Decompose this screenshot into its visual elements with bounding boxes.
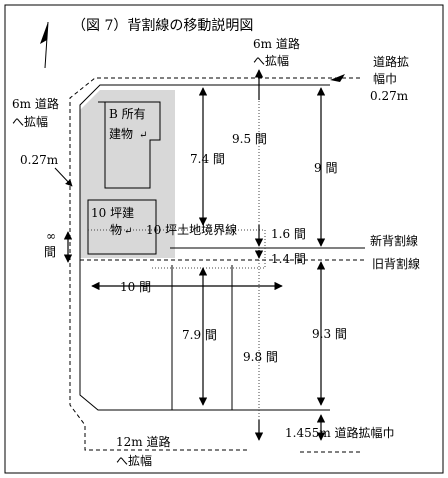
label-dim-93: 9.3 間 (312, 327, 347, 341)
label-new-split-line: 新背割線 (370, 233, 418, 248)
label-dim-9: 9 間 (314, 161, 337, 175)
leader-027 (54, 167, 73, 187)
label-dim-16: 1.6 間 (271, 227, 306, 241)
label-land-boundary: 10 坪土地境界線 (146, 222, 237, 237)
label-left-027: 0.27m (20, 153, 59, 167)
page-title: （図 7）背割線の移動説明図 (72, 17, 253, 34)
label-road-12m: 12m 道路 (116, 434, 170, 449)
land-boundary-line (88, 229, 266, 269)
label-road-top-right3: 0.27m (370, 89, 409, 103)
building-10-outline (87, 199, 157, 255)
outer-frame (4, 4, 444, 474)
label-road-12m2: へ拡幅 (116, 453, 152, 468)
label-road-6m-top: 6m 道路 (253, 36, 300, 51)
north-arrow-icon (40, 21, 49, 69)
label-bottom-right: 1.455m 道路拡幅巾 (285, 425, 395, 440)
label-road-6m-left2: へ拡幅 (12, 114, 48, 129)
label-dim-79: 7.9 間 (182, 328, 217, 342)
label-building-b-mark: ↵ (139, 130, 147, 141)
label-dim-74: 7.4 間 (190, 152, 225, 166)
label-dim-10: 10 間 (120, 280, 151, 294)
label-road-6m-top2: へ拡幅 (253, 53, 289, 68)
label-dim-8-a: ∞ (46, 229, 56, 243)
label-building-10-mark: ↵ (124, 226, 132, 237)
label-dim-8-b: 間 (44, 245, 56, 259)
label-building-10-2: 物 (110, 223, 122, 237)
label-road-top-right: 道路拡 (373, 54, 409, 69)
building-b-shade (80, 90, 175, 258)
label-building-10-1: 10 坪建 (91, 206, 134, 220)
label-old-split-line: 旧背割線 (372, 256, 420, 271)
label-dim-14: 1.4 間 (271, 252, 306, 266)
label-road-top-right2: 幅巾 (373, 71, 397, 86)
road-top-marker (330, 74, 345, 82)
label-dim-95: 9.5 間 (232, 132, 267, 146)
label-dim-98: 9.8 間 (243, 350, 278, 364)
label-building-b-2: 建物 (109, 127, 133, 141)
label-road-6m-left: 6m 道路 (12, 96, 59, 111)
road-widening-line (69, 77, 360, 451)
building-b-outline (98, 101, 161, 189)
label-building-b-1: B 所有 (109, 107, 146, 121)
lot-outline (79, 84, 330, 411)
